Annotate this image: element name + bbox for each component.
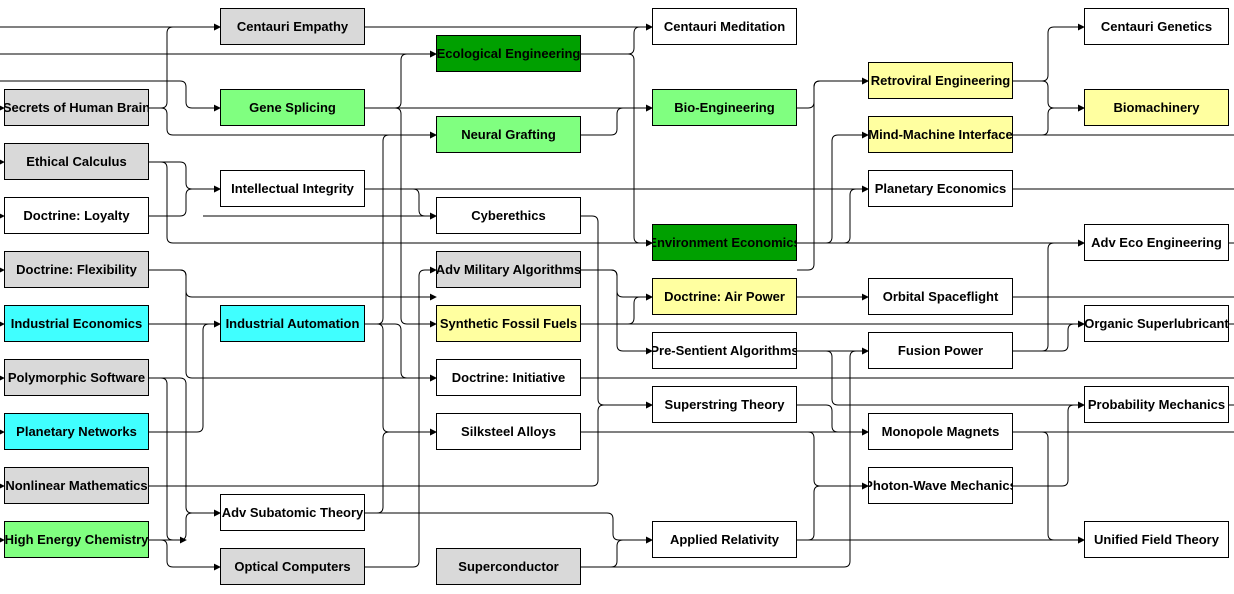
connector-line xyxy=(365,50,437,109)
tech-node-photon-wave-mechanics[interactable]: Photon-Wave Mechanics xyxy=(868,467,1013,504)
connector-line xyxy=(1013,23,1085,82)
tech-node-silksteel-alloys[interactable]: Silksteel Alloys xyxy=(436,413,581,450)
tech-node-cyberethics[interactable]: Cyberethics xyxy=(436,197,581,234)
tech-node-fusion-power[interactable]: Fusion Power xyxy=(868,332,1013,369)
tech-node-doctrine-loyalty[interactable]: Doctrine: Loyalty xyxy=(4,197,149,234)
tech-node-adv-subatomic-theory[interactable]: Adv Subatomic Theory xyxy=(220,494,365,531)
connector-line xyxy=(365,428,437,514)
tech-node-gene-splicing[interactable]: Gene Splicing xyxy=(220,89,365,126)
tech-node-doctrine-air-power[interactable]: Doctrine: Air Power xyxy=(652,278,797,315)
connector-line xyxy=(1013,104,1085,136)
connector-line xyxy=(149,377,187,544)
tech-node-retroviral-engineering[interactable]: Retroviral Engineering xyxy=(868,62,1013,99)
connector-line xyxy=(797,404,869,436)
tech-node-optical-computers[interactable]: Optical Computers xyxy=(220,548,365,585)
connector-line xyxy=(149,185,221,217)
connector-line xyxy=(1013,401,1085,487)
tech-node-ecological-engineering[interactable]: Ecological Engineering xyxy=(436,35,581,72)
tech-node-mind-machine-interface[interactable]: Mind-Machine Interface xyxy=(868,116,1013,153)
connector-line xyxy=(581,215,653,409)
connector-line xyxy=(149,161,221,193)
tech-node-probability-mechanics[interactable]: Probability Mechanics xyxy=(1084,386,1229,423)
tech-node-unified-field-theory[interactable]: Unified Field Theory xyxy=(1084,521,1229,558)
tech-node-superstring-theory[interactable]: Superstring Theory xyxy=(652,386,797,423)
tech-node-industrial-automation[interactable]: Industrial Automation xyxy=(220,305,365,342)
tech-node-neural-grafting[interactable]: Neural Grafting xyxy=(436,116,581,153)
tech-node-intellectual-integrity[interactable]: Intellectual Integrity xyxy=(220,170,365,207)
connector-line xyxy=(365,512,653,544)
connector-line xyxy=(149,23,221,109)
tech-node-orbital-spaceflight[interactable]: Orbital Spaceflight xyxy=(868,278,1013,315)
connector-line xyxy=(797,482,869,541)
tech-node-applied-relativity[interactable]: Applied Relativity xyxy=(652,521,797,558)
tech-node-high-energy-chemistry[interactable]: High Energy Chemistry xyxy=(4,521,149,558)
tech-node-pre-sentient-algorithms[interactable]: Pre-Sentient Algorithms xyxy=(652,332,797,369)
tech-node-polymorphic-software[interactable]: Polymorphic Software xyxy=(4,359,149,396)
connector-line xyxy=(149,401,653,487)
connector-line xyxy=(149,161,653,247)
connector-line xyxy=(149,539,221,571)
connector-line xyxy=(1013,80,1085,112)
connector-line xyxy=(149,269,437,301)
connector-line xyxy=(797,77,869,271)
connector-line xyxy=(0,80,221,112)
tech-node-biomachinery[interactable]: Biomachinery xyxy=(1084,89,1229,126)
tech-node-nonlinear-mathematics[interactable]: Nonlinear Mathematics xyxy=(4,467,149,504)
tech-node-superconductor[interactable]: Superconductor xyxy=(436,548,581,585)
connector-line xyxy=(581,53,653,247)
tech-node-industrial-economics[interactable]: Industrial Economics xyxy=(4,305,149,342)
tech-node-centauri-genetics[interactable]: Centauri Genetics xyxy=(1084,8,1229,45)
tech-node-monopole-magnets[interactable]: Monopole Magnets xyxy=(868,413,1013,450)
tech-node-planetary-networks[interactable]: Planetary Networks xyxy=(4,413,149,450)
connector-line xyxy=(581,23,653,55)
tech-node-doctrine-initiative[interactable]: Doctrine: Initiative xyxy=(436,359,581,396)
connector-line xyxy=(149,107,437,139)
connector-line xyxy=(1013,320,1085,352)
connector-line xyxy=(581,431,869,490)
tech-node-synthetic-fossil-fuels[interactable]: Synthetic Fossil Fuels xyxy=(436,305,581,342)
tech-node-organic-superlubricant[interactable]: Organic Superlubricant xyxy=(1084,305,1229,342)
connector-line xyxy=(797,77,869,109)
connector-line xyxy=(797,350,1085,409)
connector-line xyxy=(365,323,437,382)
tech-node-doctrine-flexibility[interactable]: Doctrine: Flexibility xyxy=(4,251,149,288)
connector-line xyxy=(581,536,653,568)
connector-line xyxy=(149,509,221,541)
tech-node-bio-engineering[interactable]: Bio-Engineering xyxy=(652,89,797,126)
connector-line xyxy=(581,104,653,136)
tech-node-centauri-empathy[interactable]: Centauri Empathy xyxy=(220,8,365,45)
connector-line xyxy=(149,269,437,382)
connector-line xyxy=(581,269,653,301)
tech-node-planetary-economics[interactable]: Planetary Economics xyxy=(868,170,1013,207)
connector-line xyxy=(365,323,437,436)
tech-node-secrets-of-human-brain[interactable]: Secrets of Human Brain xyxy=(4,89,149,126)
tech-node-environment-economics[interactable]: Environment Economics xyxy=(652,224,797,261)
connector-line xyxy=(365,266,437,568)
tech-node-centauri-meditation[interactable]: Centauri Meditation xyxy=(652,8,797,45)
tech-node-adv-military-algorithms[interactable]: Adv Military Algorithms xyxy=(436,251,581,288)
connector-line xyxy=(149,377,221,517)
tech-node-ethical-calculus[interactable]: Ethical Calculus xyxy=(4,143,149,180)
tech-node-adv-eco-engineering[interactable]: Adv Eco Engineering xyxy=(1084,224,1229,261)
